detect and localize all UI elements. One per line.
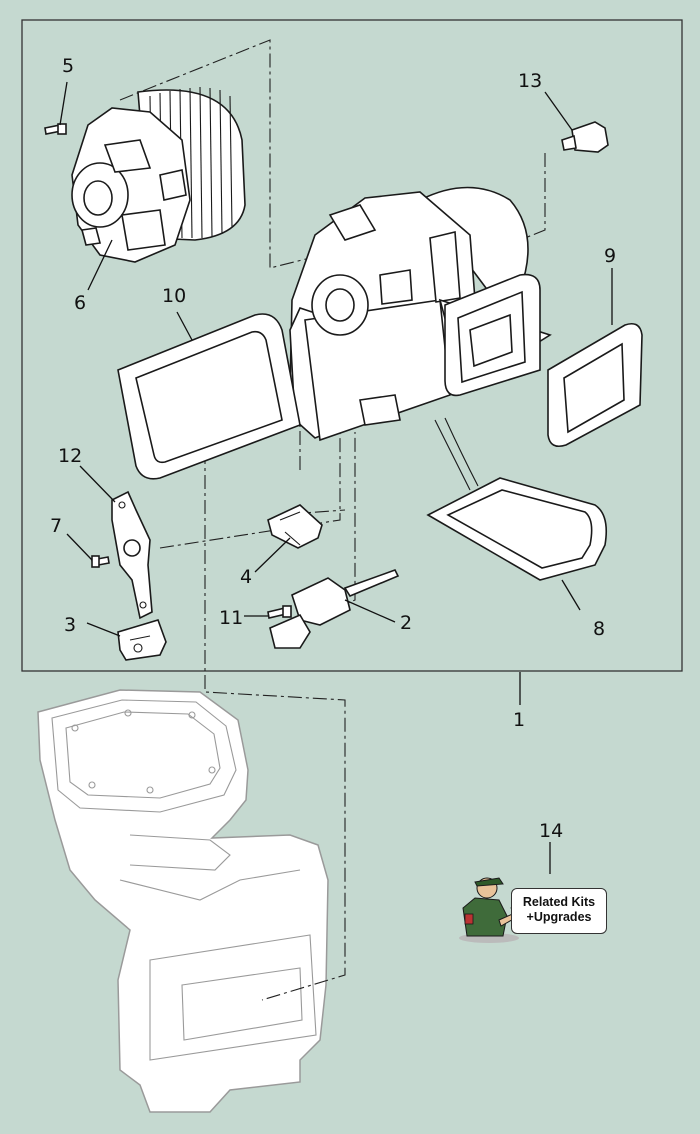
callout-2: 2	[400, 612, 412, 634]
related-kits-label: Related Kits +Upgrades	[511, 888, 607, 934]
related-kits-line2: +Upgrades	[526, 910, 592, 924]
blower-motor-assembly	[71, 86, 246, 263]
callout-14: 14	[539, 820, 563, 842]
callout-numbers: 5 6 10 9 13 12 7 3 4 2 11 8 1 14	[50, 55, 616, 842]
leader-lines	[59, 81, 613, 874]
callout-12: 12	[58, 445, 82, 467]
bracket-12	[111, 490, 153, 620]
callout-7: 7	[50, 515, 62, 537]
related-kits-button[interactable]: Related Kits +Upgrades	[455, 868, 613, 944]
callout-13: 13	[518, 70, 542, 92]
gasket-10	[117, 313, 301, 480]
resistor-2	[269, 569, 400, 649]
heater-housing-outline	[37, 689, 329, 1113]
screw-11	[267, 605, 292, 619]
related-kits-line1: Related Kits	[522, 895, 596, 909]
callout-9: 9	[604, 245, 616, 267]
clip-4	[267, 504, 323, 549]
gasket-8	[426, 477, 608, 581]
callout-8: 8	[593, 618, 605, 640]
callout-10: 10	[162, 285, 186, 307]
callout-1: 1	[513, 709, 525, 731]
seal-9	[547, 322, 643, 448]
callout-4: 4	[240, 566, 252, 588]
callout-5: 5	[62, 55, 74, 77]
callout-6: 6	[74, 292, 86, 314]
connector-3	[117, 619, 167, 661]
callout-3: 3	[64, 614, 76, 636]
callout-11: 11	[219, 607, 243, 629]
screw-7	[91, 555, 110, 568]
assembly-frame	[21, 19, 683, 672]
blower-housing	[289, 186, 552, 491]
screw-5	[44, 123, 67, 135]
sensor-13	[561, 121, 609, 153]
